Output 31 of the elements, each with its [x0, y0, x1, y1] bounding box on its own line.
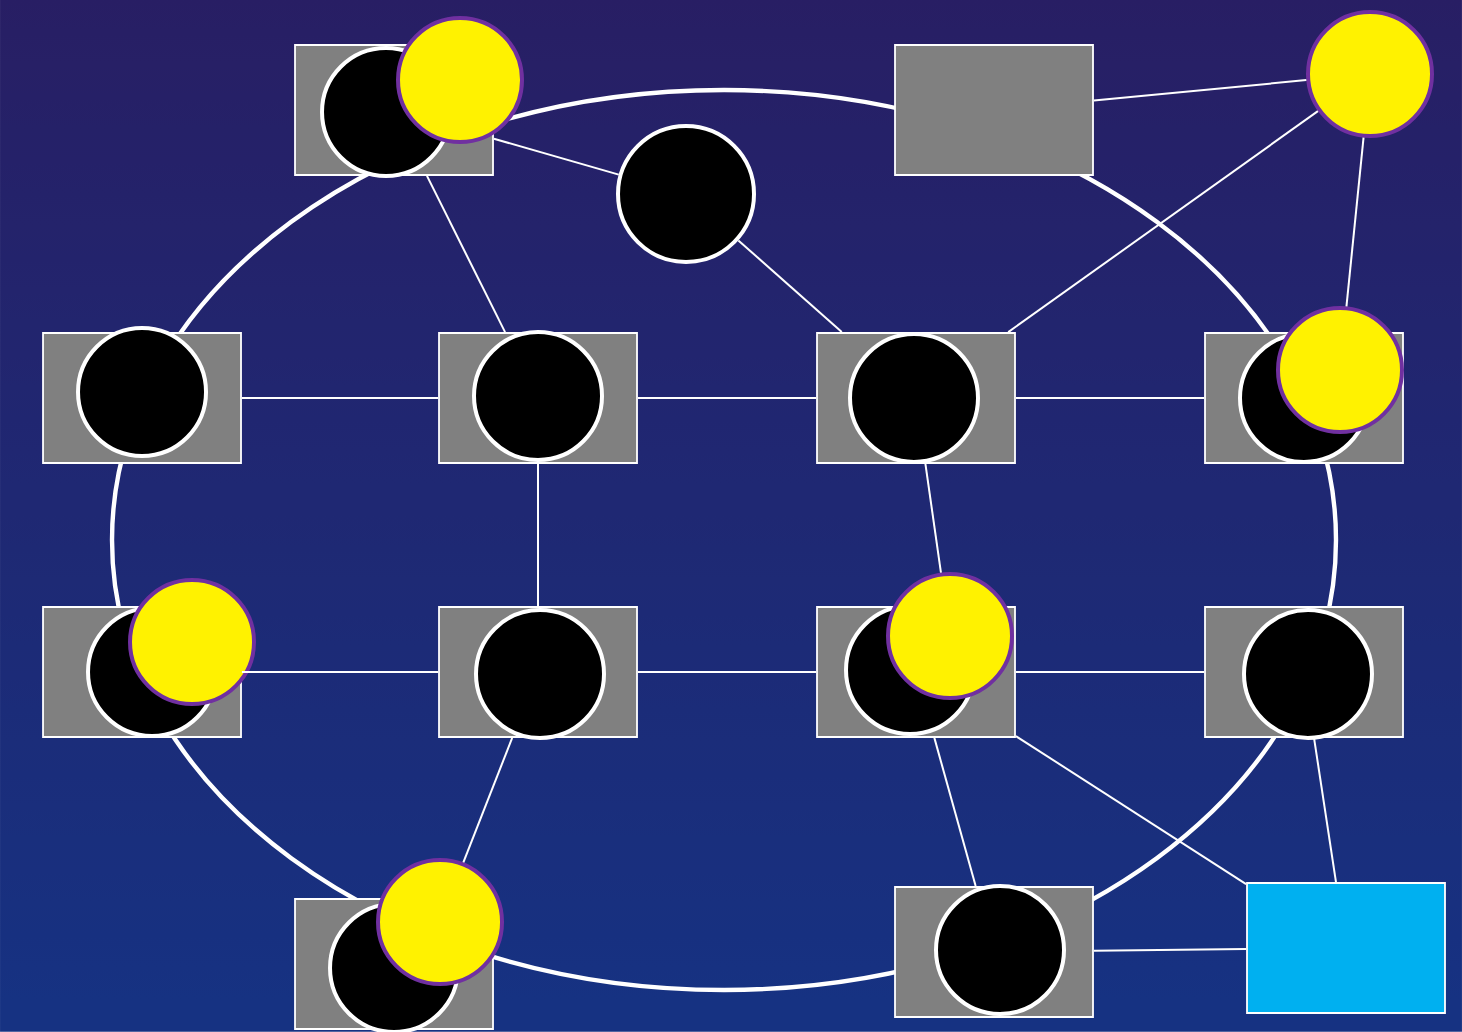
connector-line	[737, 239, 843, 334]
connector-line	[1313, 736, 1337, 884]
node-circle	[474, 608, 606, 740]
connector-line	[1345, 136, 1365, 308]
connector-line	[537, 462, 539, 608]
connector-line	[240, 397, 440, 399]
node-circle	[848, 332, 980, 464]
connector-line	[1092, 948, 1248, 952]
connector-line	[1007, 110, 1319, 334]
node-circle	[1306, 10, 1434, 138]
node-circle	[616, 124, 756, 264]
connector-line	[636, 671, 818, 673]
connector-line	[425, 174, 507, 334]
node-box	[894, 44, 1094, 176]
connector-line	[1014, 735, 1248, 886]
connector-line	[462, 736, 514, 864]
node-circle	[886, 572, 1014, 700]
connector-line	[492, 137, 620, 176]
connector-line	[924, 462, 942, 574]
node-circle	[1242, 608, 1374, 740]
connector-line	[933, 736, 977, 888]
connector-line	[636, 397, 818, 399]
node-circle	[376, 858, 504, 986]
connector-line	[1014, 671, 1206, 673]
node-box	[1246, 882, 1446, 1014]
node-circle	[472, 330, 604, 462]
connector-line	[1092, 79, 1308, 102]
node-circle	[396, 16, 524, 144]
node-circle	[934, 884, 1066, 1016]
connector-line	[1014, 397, 1206, 399]
connector-line	[240, 671, 440, 673]
